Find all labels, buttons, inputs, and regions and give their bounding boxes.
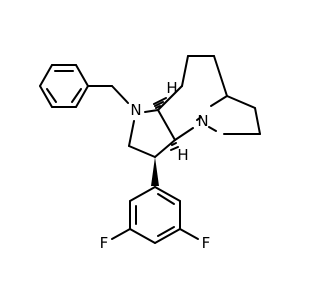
bond xyxy=(129,228,156,244)
bond xyxy=(111,228,131,240)
hash-line xyxy=(170,146,179,151)
bond xyxy=(154,139,176,158)
hashed-wedge-lower xyxy=(170,142,179,151)
benzyl-phenyl-ring xyxy=(39,64,89,108)
hash-line xyxy=(154,101,164,107)
double-bond-line xyxy=(157,193,175,205)
hydrogen-label-lower: H xyxy=(177,146,188,164)
bond xyxy=(213,55,228,97)
bond xyxy=(254,107,261,135)
chemical-structure: N N H H F F xyxy=(39,55,261,252)
nitrogen-label-bridgehead: N xyxy=(197,112,208,130)
bond xyxy=(144,109,159,113)
quinuclidine-cage xyxy=(157,55,261,141)
bond xyxy=(157,109,176,141)
bond xyxy=(208,126,217,132)
double-bond-line xyxy=(46,88,57,103)
bond xyxy=(75,85,89,108)
fluorine-label-right: F xyxy=(202,234,211,252)
nitrogen-label-pyrrolidine: N xyxy=(130,101,141,119)
bond xyxy=(226,95,256,109)
bond xyxy=(154,228,181,244)
bond xyxy=(154,186,181,202)
bond xyxy=(129,186,156,202)
bond xyxy=(157,85,183,111)
hash-line xyxy=(153,97,167,105)
bond xyxy=(128,145,156,158)
bond xyxy=(75,64,89,87)
hash-line xyxy=(171,142,177,146)
bond xyxy=(181,55,189,87)
bond xyxy=(39,85,53,108)
fluorine-label-left: F xyxy=(100,234,109,252)
difluorophenyl-ring xyxy=(111,186,199,244)
bond xyxy=(174,127,194,141)
bond xyxy=(111,85,129,104)
hydrogen-label-upper: H xyxy=(166,79,177,97)
bond xyxy=(210,95,228,107)
bond xyxy=(179,228,199,240)
double-bond-line xyxy=(71,88,82,103)
bond xyxy=(196,116,202,121)
pyrrolidine-ring xyxy=(128,109,176,158)
hashed-wedge-upper xyxy=(153,97,167,109)
bold-wedge-bond xyxy=(151,157,159,186)
double-bond-line xyxy=(157,226,175,237)
bond xyxy=(128,120,135,147)
hash-line xyxy=(155,105,161,109)
bond xyxy=(39,64,53,87)
